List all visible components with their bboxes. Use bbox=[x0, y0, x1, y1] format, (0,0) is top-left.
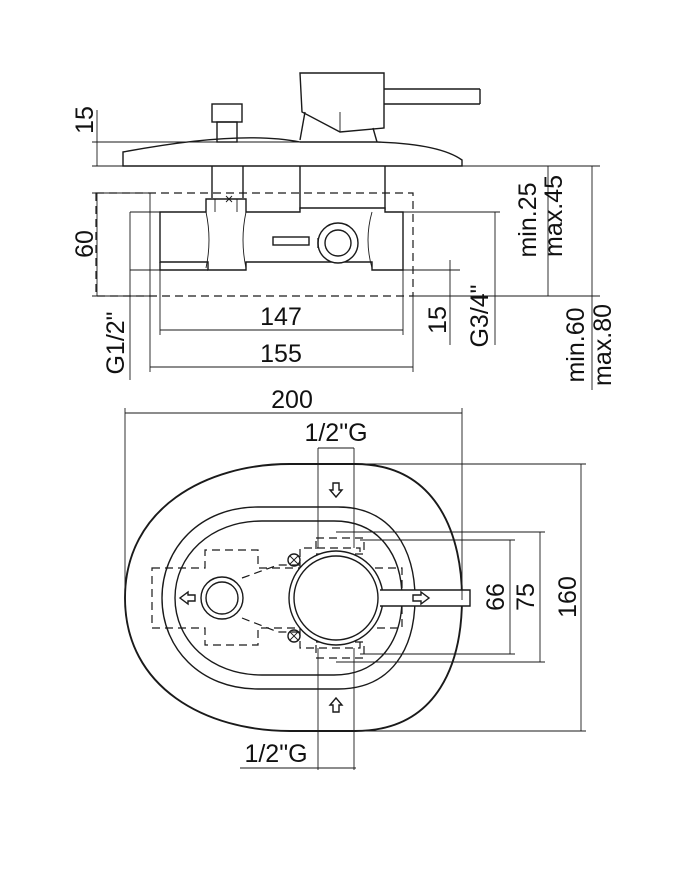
dim-max45: max.45 bbox=[540, 175, 568, 257]
side-dim-lines bbox=[92, 110, 600, 390]
front-dim-lines bbox=[124, 408, 586, 770]
diverter bbox=[200, 576, 244, 620]
lever bbox=[380, 589, 471, 607]
dim-15-top: 15 bbox=[71, 106, 99, 134]
install-box-outline bbox=[95, 192, 414, 297]
valve-body bbox=[159, 195, 404, 271]
flow-arrow-left bbox=[178, 590, 196, 606]
flow-arrow-top bbox=[328, 482, 344, 499]
diverter-knob bbox=[211, 103, 243, 143]
screw-top bbox=[287, 553, 301, 567]
dim-min25: min.25 bbox=[514, 182, 542, 257]
lever-handle bbox=[299, 72, 481, 143]
dim-155: 155 bbox=[260, 340, 302, 368]
side-view: 15 60 G1/2" 147 155 15 G3/4" min.25 max.… bbox=[71, 72, 617, 390]
flow-arrow-bottom bbox=[328, 696, 344, 713]
dim-160: 160 bbox=[554, 576, 582, 618]
dim-g12: G1/2" bbox=[102, 311, 130, 374]
valve-body-dashed bbox=[151, 547, 403, 649]
front-view: 200 1/2"G 1/2"G 66 75 160 bbox=[124, 386, 586, 770]
dim-half-g-top: 1/2"G bbox=[304, 419, 367, 447]
flow-arrow-right bbox=[412, 590, 431, 606]
dim-75: 75 bbox=[512, 583, 540, 611]
dim-15-bottom: 15 bbox=[424, 306, 452, 334]
dim-200: 200 bbox=[271, 386, 313, 414]
dim-147: 147 bbox=[260, 303, 302, 331]
screw-bottom bbox=[287, 629, 301, 643]
dim-60: 60 bbox=[71, 230, 99, 258]
dim-min60: min.60 bbox=[562, 307, 590, 382]
mixer-knob bbox=[288, 550, 384, 646]
dim-half-g-bottom: 1/2"G bbox=[244, 740, 307, 768]
dim-66: 66 bbox=[482, 583, 510, 611]
dim-max80: max.80 bbox=[589, 304, 617, 386]
dim-g34: G3/4" bbox=[466, 284, 494, 347]
